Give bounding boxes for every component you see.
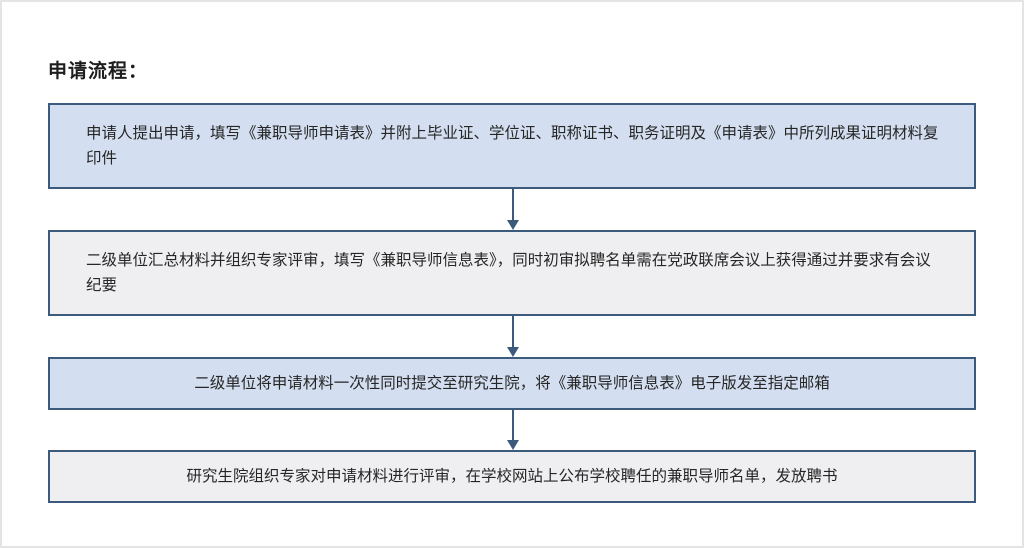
flow-arrow-3 <box>507 410 519 450</box>
arrow-shaft <box>512 189 514 221</box>
flow-step-2: 二级单位汇总材料并组织专家评审，填写《兼职导师信息表》，同时初审拟聘名单需在党政… <box>48 230 976 316</box>
flow-step-3: 二级单位将申请材料一次性同时提交至研究生院，将《兼职导师信息表》电子版发至指定邮… <box>48 357 976 410</box>
flow-step-1: 申请人提出申请，填写《兼职导师申请表》并附上毕业证、学位证、职称证书、职务证明及… <box>48 103 976 189</box>
flow-step-4-text: 研究生院组织专家对申请材料进行评审，在学校网站上公布学校聘任的兼职导师名单，发放… <box>186 467 838 485</box>
flow-step-3-text: 二级单位将申请材料一次性同时提交至研究生院，将《兼职导师信息表》电子版发至指定邮… <box>194 374 830 392</box>
arrow-down-icon <box>507 220 519 230</box>
arrow-shaft <box>512 316 514 348</box>
process-title: 申请流程： <box>48 60 149 82</box>
arrow-down-icon <box>507 440 519 450</box>
flow-step-4: 研究生院组织专家对申请材料进行评审，在学校网站上公布学校聘任的兼职导师名单，发放… <box>48 450 976 503</box>
arrow-down-icon <box>507 347 519 357</box>
flow-arrow-2 <box>507 316 519 357</box>
flow-step-1-text: 申请人提出申请，填写《兼职导师申请表》并附上毕业证、学位证、职称证书、职务证明及… <box>86 124 939 167</box>
arrow-shaft <box>512 410 514 441</box>
flow-step-2-text: 二级单位汇总材料并组织专家评审，填写《兼职导师信息表》，同时初审拟聘名单需在党政… <box>86 251 931 294</box>
flow-arrow-1 <box>507 189 519 230</box>
